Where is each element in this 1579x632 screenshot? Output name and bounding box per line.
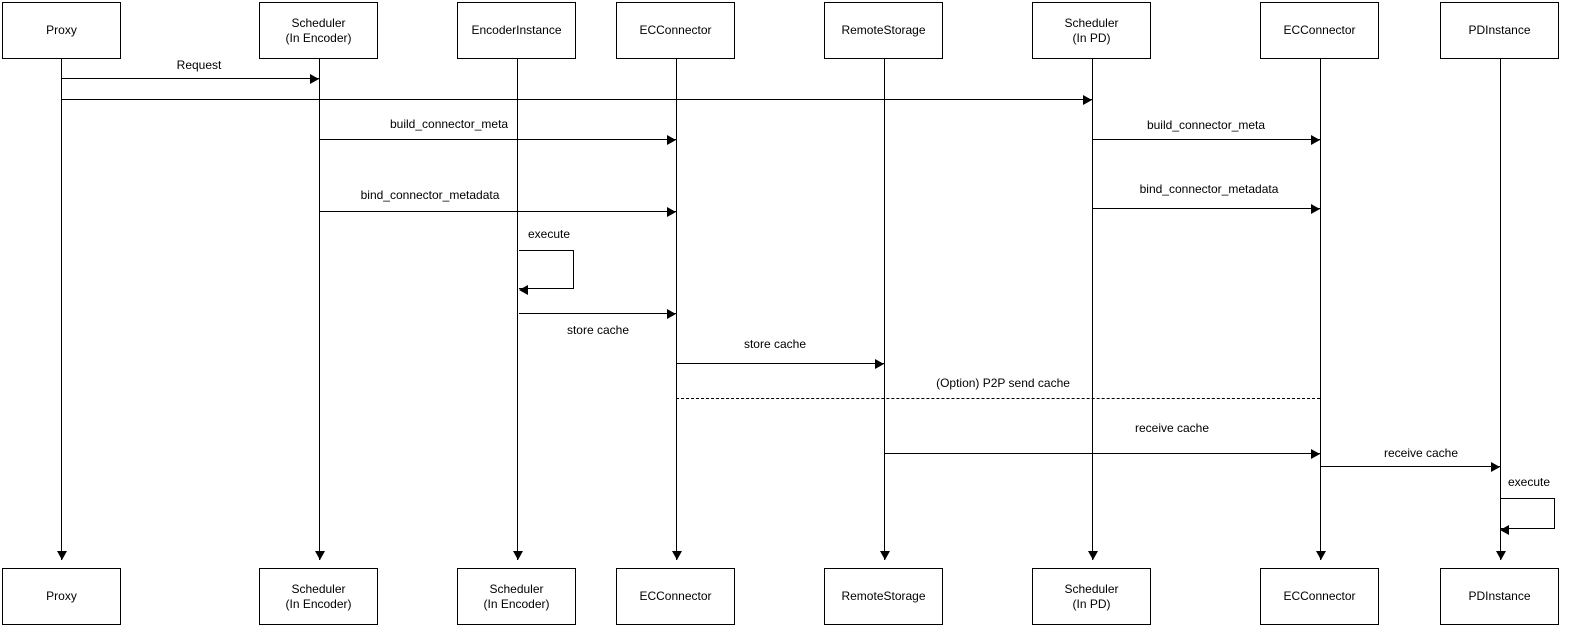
message-line-receive-cache-remote-to-ec <box>884 453 1320 454</box>
lifeline-scheduler-in-pd-end-arrow-icon <box>1088 551 1098 560</box>
participant-box-proxy-end[interactable]: Proxy <box>2 568 121 625</box>
lifeline-ec-connector-right <box>1320 59 1321 560</box>
message-label-p2p-send-cache: (Option) P2P send cache <box>936 376 1070 390</box>
arrowhead-execute-encoder-instance-icon <box>519 285 528 295</box>
lifeline-ec-connector-right-end-arrow-icon <box>1316 551 1326 560</box>
participant-box-ec-connector-left-end[interactable]: ECConnector <box>616 568 735 625</box>
arrowhead-receive-cache-remote-to-ec-icon <box>1311 449 1320 459</box>
message-label-store-cache-encoder-to-ec: store cache <box>566 323 630 337</box>
lifeline-remote-storage <box>884 59 885 560</box>
arrowhead-proxy-to-pd-scheduler-icon <box>1083 95 1092 105</box>
message-label-bind-connector-metadata-right: bind_connector_metadata <box>1139 182 1279 196</box>
message-line-build-connector-meta-right <box>1092 139 1320 140</box>
arrowhead-bind-connector-metadata-right-icon <box>1311 204 1320 214</box>
message-line-store-cache-encoder-to-ec <box>519 313 676 314</box>
arrowhead-execute-pd-instance-icon <box>1500 525 1509 535</box>
lifeline-pd-instance-end-arrow-icon <box>1496 551 1506 560</box>
arrowhead-build-connector-meta-left-icon <box>667 135 676 145</box>
message-label-bind-connector-metadata-left: bind_connector_metadata <box>360 188 500 202</box>
arrowhead-bind-connector-metadata-left-icon <box>667 207 676 217</box>
arrowhead-store-cache-encoder-to-ec-icon <box>667 309 676 319</box>
lifeline-encoder-instance-end-arrow-icon <box>513 551 523 560</box>
message-line-p2p-send-cache <box>676 398 1320 399</box>
message-line-proxy-to-pd-scheduler <box>61 99 1092 100</box>
message-line-request <box>61 78 319 79</box>
participant-box-scheduler-in-pd-end[interactable]: Scheduler (In PD) <box>1032 568 1151 625</box>
message-line-receive-cache-ec-to-pd <box>1320 466 1500 467</box>
participant-box-proxy[interactable]: Proxy <box>2 2 121 59</box>
participant-box-ec-connector-right[interactable]: ECConnector <box>1260 2 1379 59</box>
lifeline-encoder-instance <box>517 59 518 560</box>
message-label-request: Request <box>176 58 222 72</box>
arrowhead-build-connector-meta-right-icon <box>1311 135 1320 145</box>
participant-box-pd-instance-end[interactable]: PDInstance <box>1440 568 1559 625</box>
self-message-loop-execute-encoder-instance <box>519 250 574 289</box>
arrowhead-request-icon <box>310 74 319 84</box>
self-message-label-execute-encoder-instance: execute <box>528 227 571 241</box>
message-line-bind-connector-metadata-right <box>1092 208 1320 209</box>
participant-box-scheduler-in-pd[interactable]: Scheduler (In PD) <box>1032 2 1151 59</box>
lifeline-ec-connector-left-end-arrow-icon <box>672 551 682 560</box>
lifeline-scheduler-in-encoder-end-arrow-icon <box>315 551 325 560</box>
message-line-build-connector-meta-left <box>319 139 676 140</box>
participant-box-remote-storage[interactable]: RemoteStorage <box>824 2 943 59</box>
arrowhead-store-cache-ec-to-remote-icon <box>875 359 884 369</box>
participant-box-encoder-instance[interactable]: EncoderInstance <box>457 2 576 59</box>
lifeline-proxy-end-arrow-icon <box>57 551 67 560</box>
participant-box-ec-connector-right-end[interactable]: ECConnector <box>1260 568 1379 625</box>
self-message-label-execute-pd-instance: execute <box>1508 475 1551 489</box>
participant-box-scheduler-in-encoder-end[interactable]: Scheduler (In Encoder) <box>259 568 378 625</box>
message-line-bind-connector-metadata-left <box>319 211 676 212</box>
lifeline-pd-instance <box>1500 59 1501 560</box>
message-label-store-cache-ec-to-remote: store cache <box>743 337 807 351</box>
participant-box-scheduler-in-encoder-end-2[interactable]: Scheduler (In Encoder) <box>457 568 576 625</box>
participant-box-pd-instance[interactable]: PDInstance <box>1440 2 1559 59</box>
message-label-receive-cache-ec-to-pd: receive cache <box>1383 446 1459 460</box>
message-label-receive-cache-remote-to-ec: receive cache <box>1134 421 1210 435</box>
participant-box-scheduler-in-encoder[interactable]: Scheduler (In Encoder) <box>259 2 378 59</box>
lifeline-ec-connector-left <box>676 59 677 560</box>
arrowhead-receive-cache-ec-to-pd-icon <box>1491 462 1500 472</box>
lifeline-proxy <box>61 59 62 560</box>
message-label-build-connector-meta-right: build_connector_meta <box>1146 118 1266 132</box>
self-message-loop-execute-pd-instance <box>1500 498 1555 529</box>
participant-box-remote-storage-end[interactable]: RemoteStorage <box>824 568 943 625</box>
participant-box-ec-connector-left[interactable]: ECConnector <box>616 2 735 59</box>
lifeline-scheduler-in-pd <box>1092 59 1093 560</box>
lifeline-remote-storage-end-arrow-icon <box>880 551 890 560</box>
message-label-build-connector-meta-left: build_connector_meta <box>390 117 509 131</box>
message-line-store-cache-ec-to-remote <box>676 363 884 364</box>
lifeline-scheduler-in-encoder <box>319 59 320 560</box>
